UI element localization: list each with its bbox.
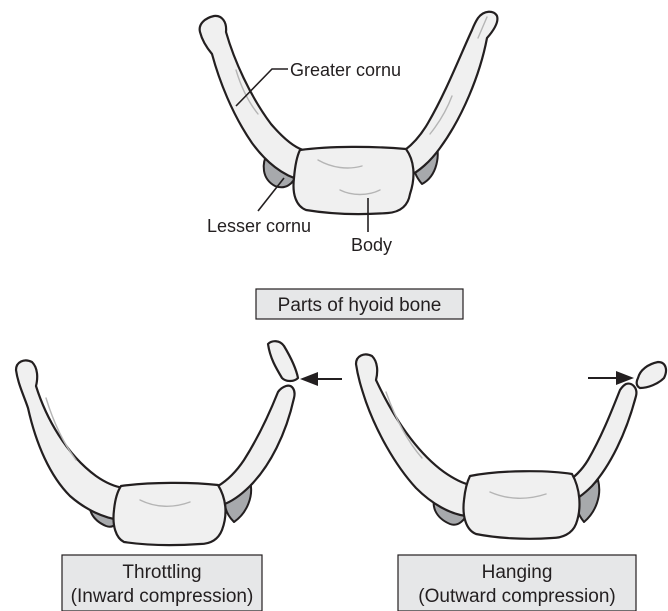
body-label: Body — [351, 235, 392, 255]
hyoid-body — [294, 147, 414, 214]
throttling-caption-line1: Throttling — [122, 562, 201, 583]
hanging-broken-tip — [637, 362, 666, 388]
throttling-broken-tip — [268, 341, 298, 381]
hyoid-bone-intact — [200, 12, 498, 214]
throttling-greater-cornu-right — [218, 386, 295, 505]
lesser-cornu-label: Lesser cornu — [207, 216, 311, 236]
hanging-caption-line2: (Outward compression) — [418, 586, 615, 607]
hanging-greater-cornu-left — [356, 354, 470, 516]
throttling-greater-cornu-left — [16, 360, 124, 520]
greater-cornu-label: Greater cornu — [290, 60, 401, 80]
hanging-hyoid-body — [464, 471, 580, 539]
throttling-caption-line2: (Inward compression) — [71, 586, 254, 607]
parts-caption: Parts of hyoid bone — [278, 295, 442, 316]
throttling-hyoid-body — [113, 483, 225, 545]
inward-arrow — [300, 372, 342, 386]
hanging-caption-line1: Hanging — [482, 562, 553, 583]
greater-cornu-left — [200, 16, 303, 180]
greater-cornu-right — [405, 12, 497, 176]
hyoid-throttling — [16, 341, 298, 545]
